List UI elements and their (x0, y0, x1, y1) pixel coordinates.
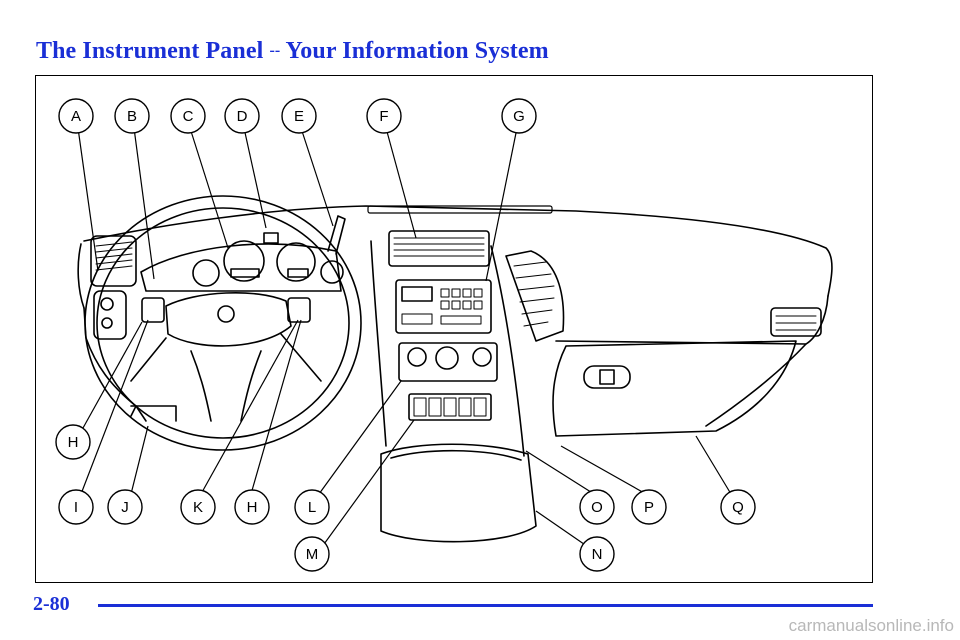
callout-p: P (644, 499, 654, 516)
callout-o: O (591, 499, 603, 516)
callout-q: Q (732, 499, 744, 516)
page-title: The Instrument Panel -- Your Information… (36, 38, 549, 65)
callout-e: E (294, 108, 304, 125)
callout-g: G (513, 108, 525, 125)
callout-d: D (237, 108, 248, 125)
callout-k: K (193, 499, 203, 516)
callout-f: F (379, 108, 388, 125)
callout-i: I (74, 499, 78, 516)
callout-b: B (127, 108, 137, 125)
footer-rule (98, 604, 873, 607)
instrument-panel-illustration: A B C D E F G H I J K H L M N O P Q (35, 75, 873, 583)
callout-h-right: H (247, 499, 258, 516)
callout-j: J (121, 499, 129, 516)
callout-h-left: H (68, 434, 79, 451)
title-part1: The Instrument Panel (36, 38, 264, 64)
callout-m: M (306, 546, 319, 563)
callout-c: C (183, 108, 194, 125)
callout-a: A (71, 108, 81, 125)
callout-l: L (308, 499, 316, 516)
page-number: 2-80 (33, 593, 70, 615)
watermark: carmanualsonline.info (788, 616, 954, 635)
dashboard-drawing: A B C D E F G H I J K H L M N O P Q (55, 98, 833, 572)
title-part2: Your Information System (285, 38, 549, 64)
callout-n: N (592, 546, 603, 563)
title-separator: -- (269, 42, 281, 59)
